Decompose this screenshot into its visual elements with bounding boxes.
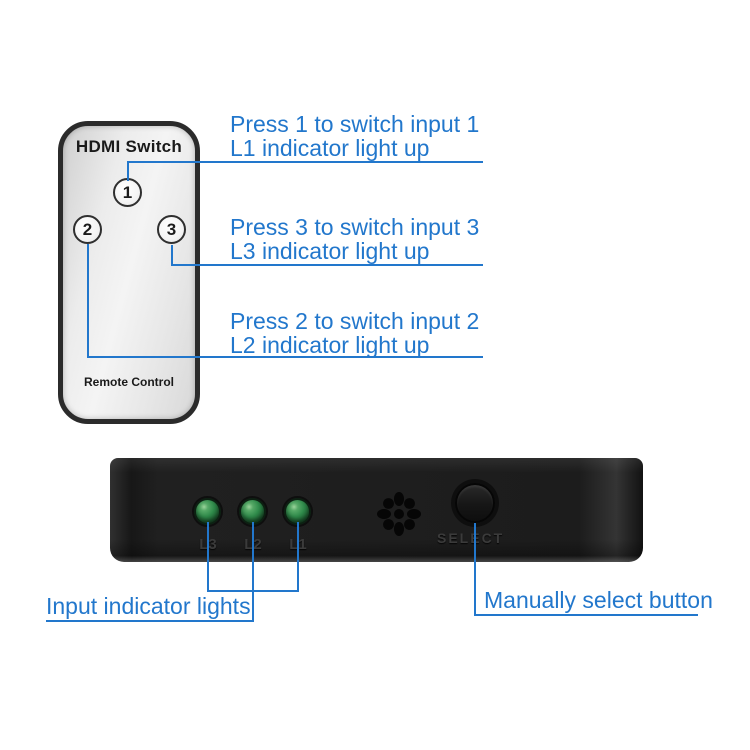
callout-line-led-l2 — [252, 522, 254, 622]
led-indicator-l2 — [239, 498, 266, 525]
annotation-press-3-line2: L3 indicator light up — [230, 238, 430, 264]
remote-control: HDMI Switch 1 2 3 Remote Control — [58, 121, 200, 424]
led-indicator-l3 — [194, 498, 221, 525]
callout-line-press2-underline — [87, 356, 483, 358]
callout-line-press1-vertical — [127, 161, 129, 181]
remote-footer-label: Remote Control — [84, 375, 174, 389]
ir-receiver-icon — [377, 492, 421, 536]
hdmi-switch-device: L3 L2 L1 SELECT — [110, 458, 643, 562]
select-button-label: SELECT — [437, 530, 505, 546]
callout-line-input-lights-underline — [46, 620, 254, 622]
annotation-press-3: Press 3 to switch input 3 L3 indicator l… — [230, 215, 479, 263]
callout-line-select-vertical — [474, 523, 476, 616]
annotation-press-2-line1: Press 2 to switch input 2 — [230, 308, 480, 334]
annotation-press-3-line1: Press 3 to switch input 3 — [230, 214, 480, 240]
remote-title: HDMI Switch — [75, 137, 183, 156]
callout-line-select-underline — [474, 614, 698, 616]
remote-button-1: 1 — [113, 178, 142, 207]
annotation-press-1-line2: L1 indicator light up — [230, 135, 430, 161]
annotation-input-lights: Input indicator lights — [46, 593, 251, 619]
annotation-press-2-line2: L2 indicator light up — [230, 332, 430, 358]
remote-button-2: 2 — [73, 215, 102, 244]
annotation-select-button: Manually select button — [484, 587, 713, 613]
callout-line-led-l1 — [297, 522, 299, 592]
led-indicator-l1 — [284, 498, 311, 525]
select-button — [455, 483, 495, 523]
callout-line-press3-vertical — [171, 245, 173, 266]
annotation-press-2: Press 2 to switch input 2 L2 indicator l… — [230, 309, 479, 357]
callout-line-press1-underline — [127, 161, 483, 163]
callout-line-press3-underline — [171, 264, 483, 266]
annotation-press-1: Press 1 to switch input 1 L1 indicator l… — [230, 112, 479, 160]
callout-line-led-l3 — [207, 522, 209, 592]
callout-line-press2-vertical — [87, 244, 89, 358]
remote-button-3: 3 — [157, 215, 186, 244]
annotation-press-1-line1: Press 1 to switch input 1 — [230, 111, 480, 137]
callout-line-led-connector — [207, 590, 299, 592]
